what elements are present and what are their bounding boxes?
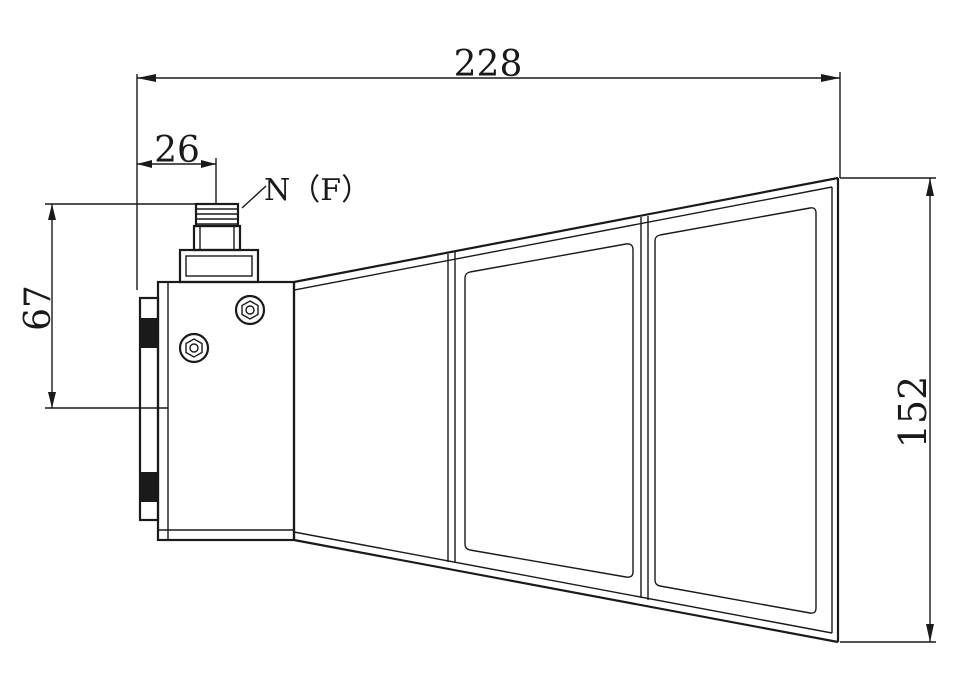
- waveguide-block: [156, 280, 296, 542]
- aperture-height-label: 152: [891, 376, 935, 449]
- back-flange: [138, 296, 160, 522]
- bolt-upper: [234, 294, 266, 326]
- arrowhead-bottom: [926, 624, 934, 642]
- horn-top-edge: [293, 176, 839, 284]
- block-body: [156, 280, 296, 542]
- dimension-connector-offset: 26: [137, 130, 217, 204]
- connector-label: N（F）: [264, 173, 371, 208]
- dimension-aperture-height: 152: [840, 177, 936, 643]
- horn-bottom-inner-edge: [293, 531, 833, 634]
- horn-flare: [292, 176, 840, 644]
- arrowhead-left: [137, 74, 156, 82]
- leader-line: [241, 185, 267, 209]
- flange-clamp-bottom: [140, 472, 158, 502]
- connector-offset-label: 26: [154, 130, 200, 171]
- connector-base: [178, 248, 260, 284]
- arrowhead-bottom: [48, 392, 56, 408]
- arrowhead-right: [201, 160, 216, 168]
- horn-top-inner-edge: [293, 186, 833, 291]
- connector-thread: [194, 202, 240, 228]
- overall-length-label: 228: [454, 44, 523, 85]
- arrowhead-right: [821, 74, 840, 82]
- connector-height-label: 67: [18, 285, 59, 331]
- arrowhead-top: [48, 204, 56, 220]
- connector-body: [192, 224, 242, 252]
- connector-base-inner: [185, 255, 253, 277]
- dimension-overall-length: 228: [136, 44, 841, 290]
- dimension-connector-height: 67: [18, 203, 200, 409]
- arrowhead-top: [926, 178, 934, 196]
- connector-callout: N（F）: [241, 173, 371, 209]
- horn-panel-right: [654, 207, 817, 614]
- horn-panel-left: [464, 243, 634, 578]
- n-connector: [178, 202, 260, 284]
- horn-bottom-edge: [293, 538, 839, 644]
- flange-clamp-top: [140, 318, 158, 348]
- bolt-lower: [178, 332, 210, 364]
- arrowhead-left: [137, 160, 152, 168]
